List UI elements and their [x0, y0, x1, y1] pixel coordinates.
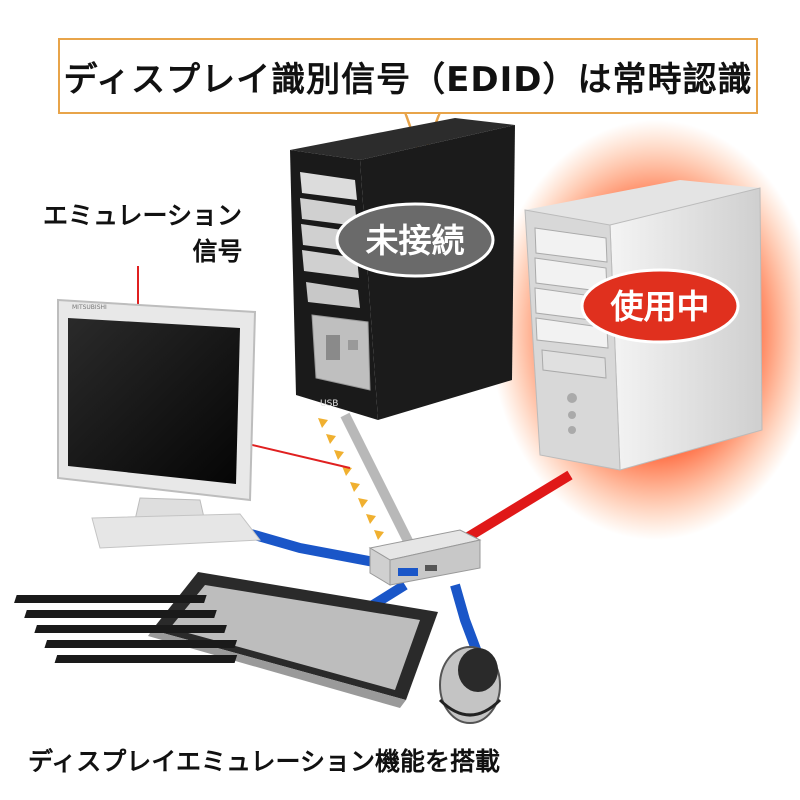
edid-callout: ディスプレイ識別信号（EDID）は常時認識 [58, 38, 758, 114]
monitor: MITSUBISHI [57, 298, 261, 549]
in-use-badge-label: 使用中 [611, 287, 710, 326]
keyboard [14, 572, 438, 708]
usb-badge: USB [320, 399, 338, 409]
emulation-label-line1: エミュレーション [42, 201, 242, 230]
edid-callout-text: ディスプレイ識別信号（EDID）は常時認識 [63, 59, 753, 100]
unconnected-badge-label: 未接続 [366, 221, 465, 260]
emulation-label-line2: 信号 [192, 237, 243, 266]
kvm-switch [368, 529, 482, 586]
emulation-signal-label: エミュレーション 信号 [20, 198, 265, 270]
mouse [438, 646, 502, 724]
in-use-badge: 使用中 [580, 268, 740, 344]
unconnected-badge: 未接続 [335, 202, 495, 278]
active-cable [452, 470, 573, 550]
inactive-cable [340, 412, 415, 548]
footer-caption: ディスプレイエミュレーション機能を搭載 [28, 747, 501, 776]
svg-text:MITSUBISHI: MITSUBISHI [72, 304, 107, 311]
